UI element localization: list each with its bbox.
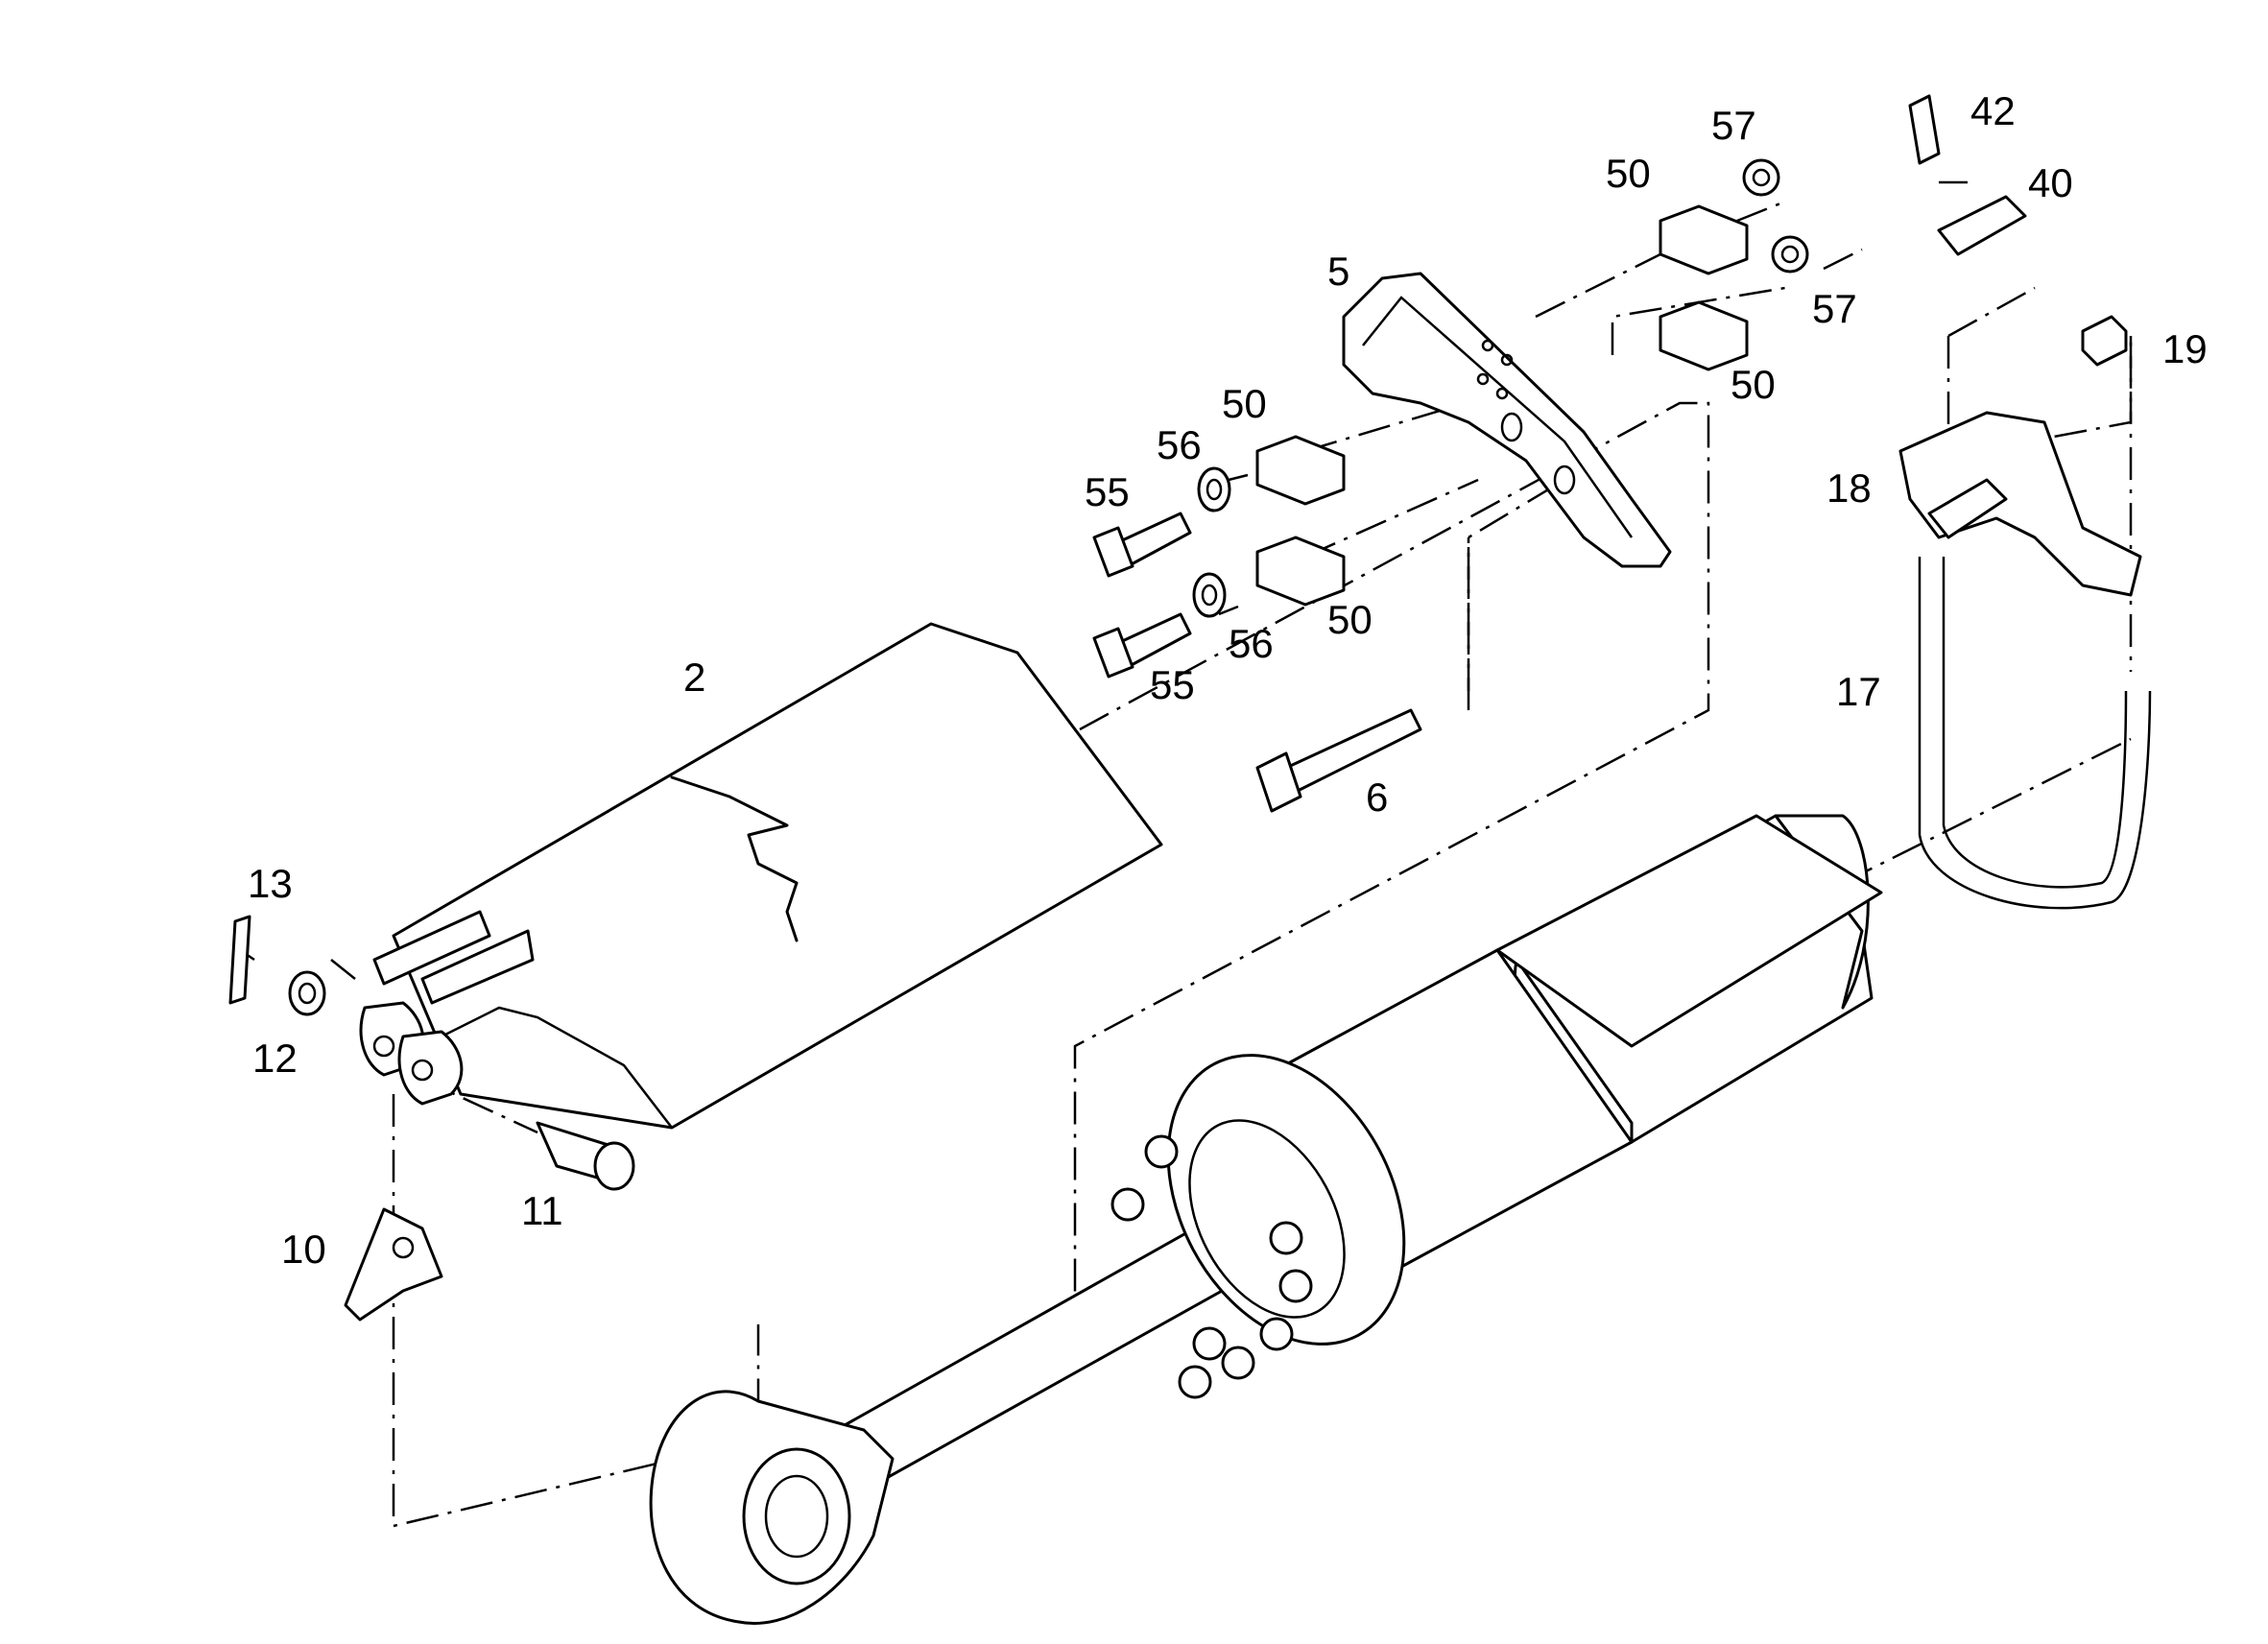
callout-56-b: 56 xyxy=(1229,621,1274,666)
callout-55-a: 55 xyxy=(1085,469,1130,514)
callout-labels: 2 5 6 10 11 12 13 17 18 19 40 42 50 50 5… xyxy=(248,88,2208,1272)
spacer-blocks-50 xyxy=(1255,204,1749,607)
nuts-and-washers xyxy=(1192,158,1809,618)
callout-57-a: 57 xyxy=(1711,103,1756,148)
callout-10: 10 xyxy=(281,1227,326,1272)
callout-2: 2 xyxy=(683,655,705,700)
callout-50-b: 50 xyxy=(1731,362,1776,407)
callout-50-a: 50 xyxy=(1606,151,1651,196)
callout-56-a: 56 xyxy=(1157,422,1202,467)
u-bolt-clamp xyxy=(1898,94,2152,910)
callout-18: 18 xyxy=(1826,465,1872,511)
small-parts-left xyxy=(228,915,635,1322)
callout-19: 19 xyxy=(2162,326,2208,371)
callout-50-d: 50 xyxy=(1327,597,1373,642)
callout-13: 13 xyxy=(248,861,293,906)
callout-42: 42 xyxy=(1970,88,2016,133)
callout-5: 5 xyxy=(1327,249,1349,294)
bolts xyxy=(1092,512,1422,813)
callout-50-c: 50 xyxy=(1222,381,1267,426)
guard-cover-2 xyxy=(359,622,1163,1130)
flange-bolts xyxy=(1110,1134,1313,1399)
hydraulic-cylinder xyxy=(649,814,1883,1625)
bracket-plate-5 xyxy=(1342,272,1672,568)
callout-57-b: 57 xyxy=(1812,286,1857,331)
callout-40: 40 xyxy=(2028,160,2073,205)
callout-11: 11 xyxy=(521,1188,563,1233)
callout-17: 17 xyxy=(1836,669,1881,714)
callout-12: 12 xyxy=(252,1036,298,1081)
callout-6: 6 xyxy=(1366,774,1388,820)
callout-55-b: 55 xyxy=(1150,662,1195,707)
